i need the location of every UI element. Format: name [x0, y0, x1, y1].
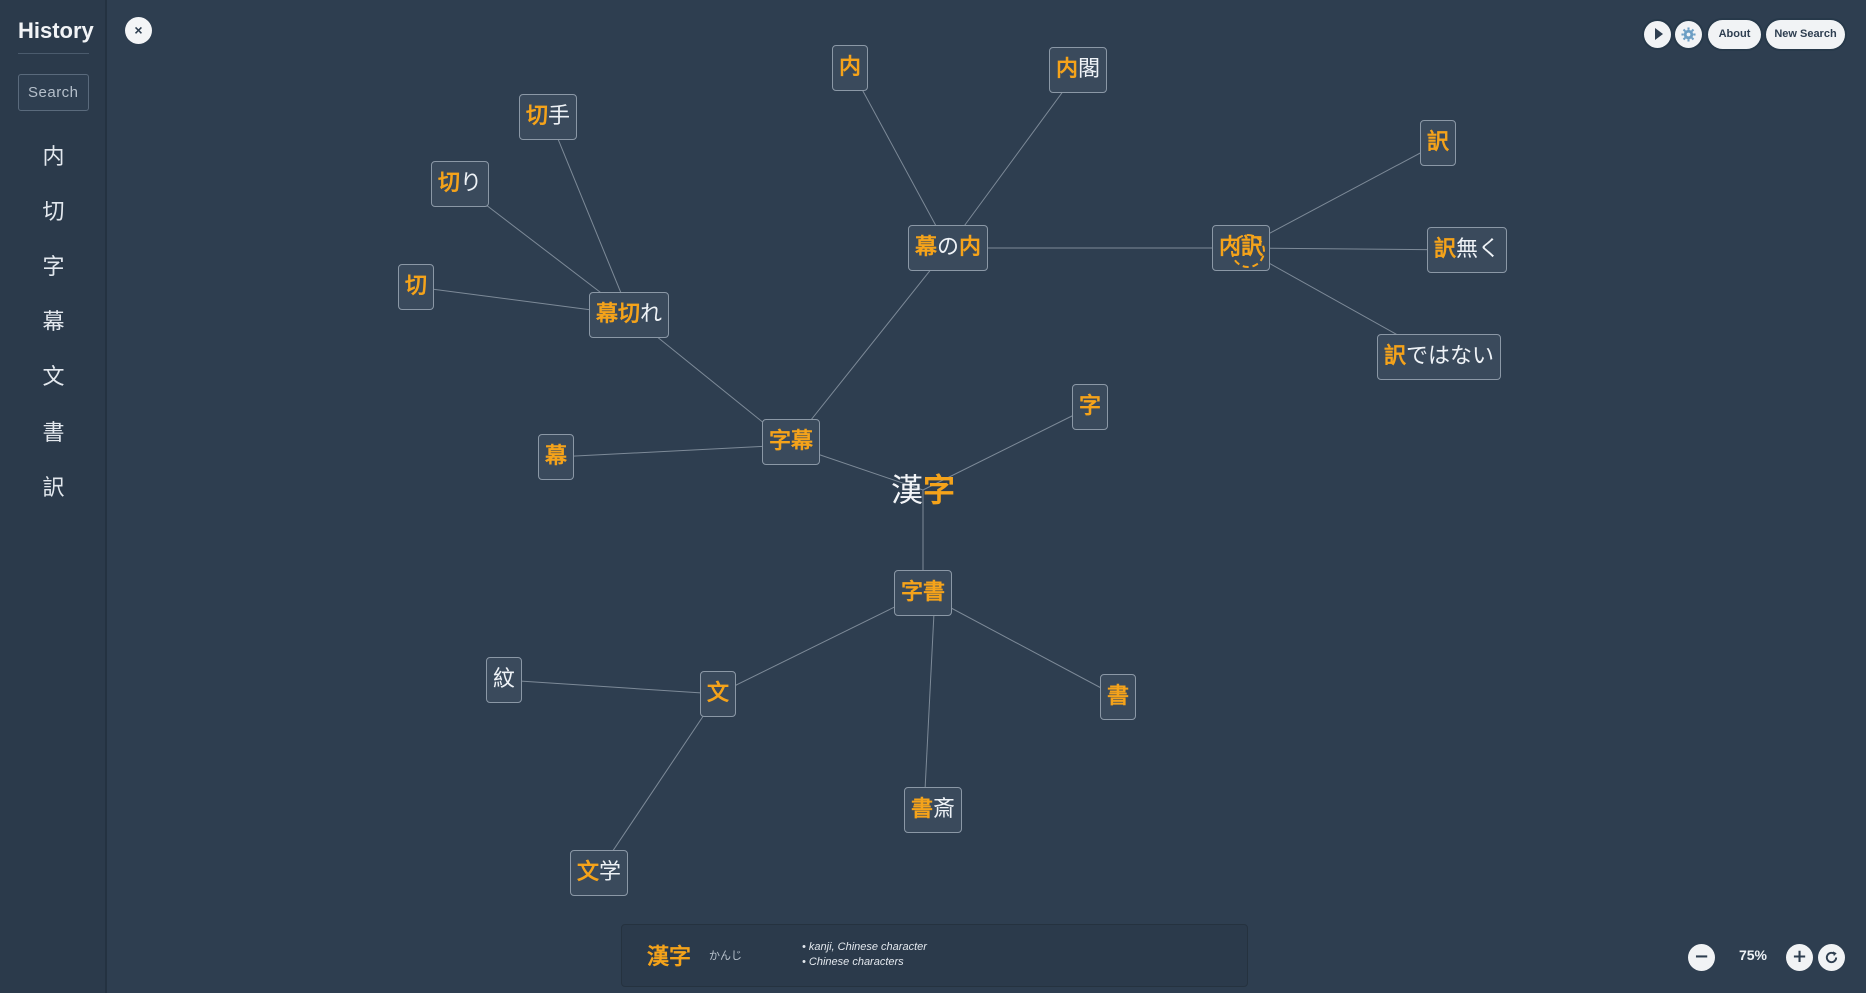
settings-button[interactable] — [1675, 21, 1702, 48]
minus-icon: − — [1693, 946, 1710, 967]
edge — [947, 70, 1079, 249]
edge — [548, 116, 631, 316]
definition-item: • Chinese characters — [802, 956, 904, 968]
history-item[interactable]: 書 — [42, 421, 65, 446]
edge — [922, 406, 1091, 491]
edge — [850, 68, 949, 249]
graph-node[interactable]: 内閣 — [1049, 47, 1108, 93]
history-item[interactable]: 文 — [42, 365, 65, 390]
zoom-out-button[interactable]: − — [1688, 944, 1715, 971]
graph-node[interactable]: 訳無く — [1427, 227, 1508, 273]
graph-node[interactable]: 文学 — [570, 850, 629, 896]
selected-node-ring — [1231, 234, 1265, 268]
zoom-in-button[interactable]: + — [1786, 944, 1813, 971]
refresh-icon — [1825, 951, 1838, 964]
edge — [555, 444, 792, 458]
sidebar-divider — [18, 53, 89, 54]
word-info-panel: 漢字 かんじ • kanji, Chinese character • Chin… — [621, 924, 1248, 987]
zoom-level: 75% — [1738, 947, 1768, 963]
info-word: 漢字 — [647, 945, 692, 970]
edge — [790, 247, 949, 446]
close-sidebar-button[interactable]: × — [125, 17, 152, 44]
history-item[interactable]: 訳 — [42, 476, 65, 501]
edge — [597, 693, 719, 874]
edge — [1241, 142, 1440, 249]
history-item[interactable]: 切 — [42, 200, 65, 225]
history-sidebar: History 内 切 字 幕 文 書 訳 — [0, 0, 107, 993]
graph-node[interactable]: 字書 — [894, 570, 953, 616]
history-title: History — [18, 18, 94, 43]
edge — [503, 679, 719, 695]
graph-node[interactable]: 幕の内 — [908, 225, 989, 271]
reset-view-button[interactable] — [1818, 944, 1845, 971]
graph-node[interactable]: 文 — [700, 671, 737, 717]
center-node[interactable]: 漢字 — [891, 471, 956, 509]
gear-icon — [1681, 27, 1696, 42]
graph-node[interactable]: 幕 — [538, 434, 575, 480]
edge — [922, 592, 1119, 698]
graph-node[interactable]: 書斎 — [904, 787, 963, 833]
graph-node[interactable]: 字 — [1072, 384, 1109, 430]
edge — [923, 592, 936, 811]
graph-node[interactable]: 訳ではない — [1377, 334, 1502, 380]
history-item[interactable]: 幕 — [42, 310, 65, 335]
graph-node[interactable]: 切り — [431, 161, 490, 207]
about-button[interactable]: About — [1708, 20, 1761, 49]
play-button[interactable] — [1644, 21, 1671, 48]
graph-node[interactable]: 切手 — [519, 94, 578, 140]
plus-icon: + — [1791, 946, 1808, 967]
graph-node[interactable]: 内 — [832, 45, 869, 91]
info-reading: かんじ — [709, 949, 742, 962]
graph-node[interactable]: 幕切れ — [589, 292, 670, 338]
history-item[interactable]: 内 — [42, 145, 65, 170]
new-search-button[interactable]: New Search — [1766, 20, 1845, 49]
close-icon: × — [134, 22, 143, 38]
history-item[interactable]: 字 — [42, 255, 65, 280]
graph-node[interactable]: 字幕 — [762, 419, 821, 465]
history-search-input[interactable] — [18, 74, 89, 111]
graph-node[interactable]: 切 — [398, 264, 435, 310]
graph-node[interactable]: 訳 — [1420, 120, 1457, 166]
info-definitions: • kanji, Chinese character • Chinese cha… — [802, 940, 927, 970]
graph-node[interactable]: 紋 — [486, 657, 523, 703]
definition-item: • kanji, Chinese character — [802, 941, 927, 953]
graph-node[interactable]: 書 — [1100, 674, 1137, 720]
play-icon — [1654, 28, 1663, 40]
edge — [717, 592, 924, 695]
